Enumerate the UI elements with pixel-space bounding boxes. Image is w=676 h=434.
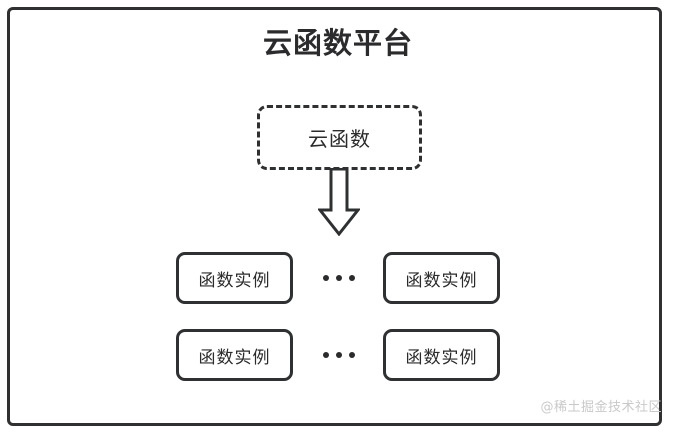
function-instance-label: 函数实例 [198,270,271,291]
page-title: 云函数平台 [262,26,413,60]
watermark-text: @稀土掘金技术社区 [540,400,662,415]
function-instance-label: 函数实例 [405,347,478,368]
ellipsis-dot [349,275,355,281]
function-instance-node: 函数实例 [383,329,500,381]
ellipsis-icon [318,329,360,381]
function-instance-label: 函数实例 [198,347,271,368]
instance-row: 函数实例 函数实例 [0,252,676,304]
function-instance-node: 函数实例 [176,252,293,304]
ellipsis-dot [336,275,342,281]
function-instance-node: 函数实例 [176,329,293,381]
ellipsis-dot [323,275,329,281]
cloud-function-label: 云函数 [308,127,371,151]
ellipsis-icon [318,252,360,304]
down-block-arrow-icon [316,167,362,237]
ellipsis-dot [336,352,342,358]
ellipsis-dot [349,352,355,358]
function-instance-label: 函数实例 [405,270,478,291]
function-instance-node: 函数实例 [383,252,500,304]
instance-row: 函数实例 函数实例 [0,329,676,381]
cloud-function-node: 云函数 [257,105,422,170]
ellipsis-dot [323,352,329,358]
